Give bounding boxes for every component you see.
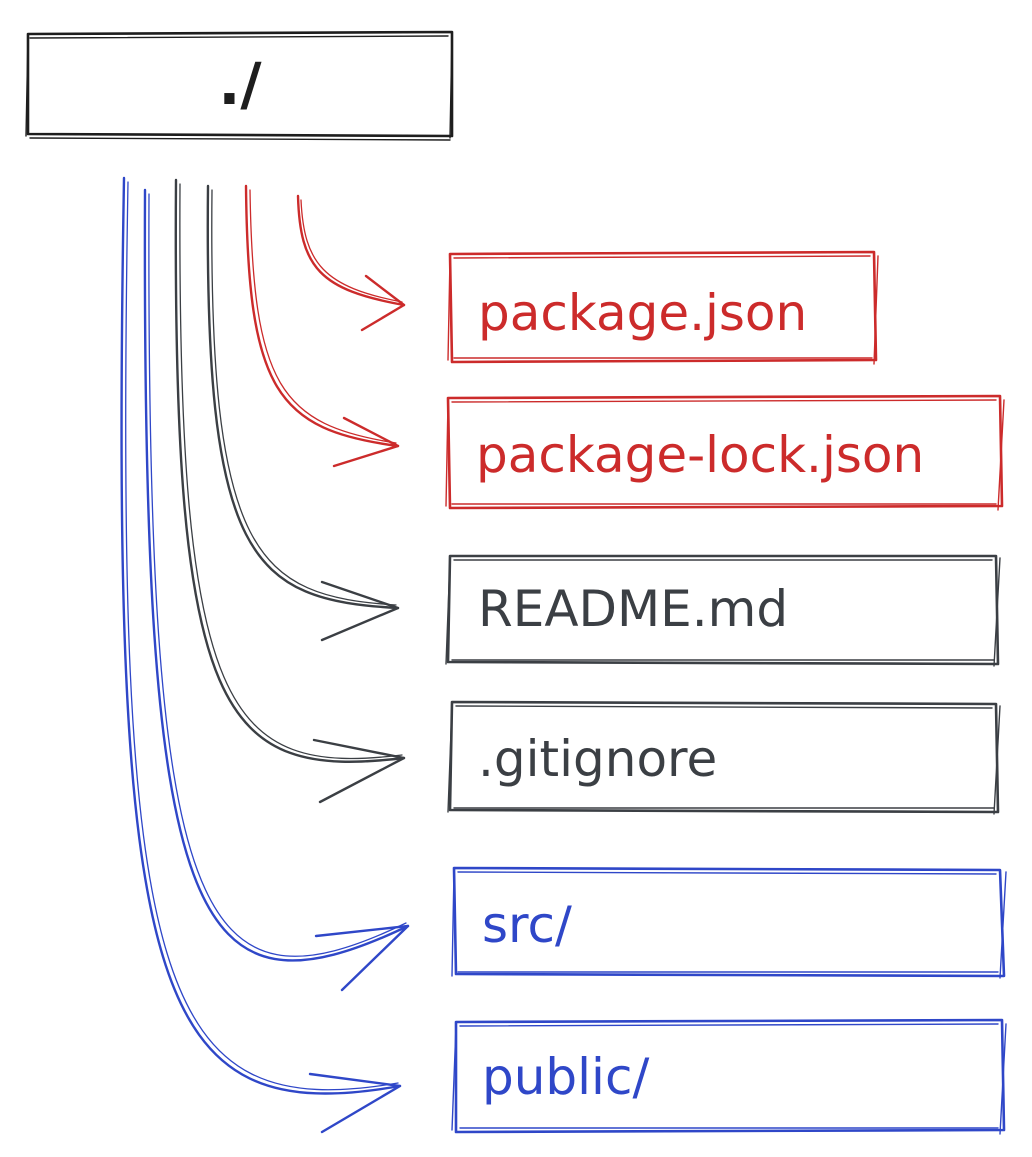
root-node: ./	[25, 30, 454, 141]
entry-box-outline	[447, 705, 1001, 815]
entry-label: src/	[482, 896, 572, 954]
entry-box	[452, 866, 1006, 978]
entry-box-outline	[445, 557, 1001, 667]
entry-src: src/	[451, 866, 1007, 979]
root-box-outline	[25, 33, 453, 141]
arrow-package-json	[296, 194, 406, 332]
root-box	[26, 30, 454, 138]
arrow-gitignore	[174, 178, 406, 804]
entry-box-outline	[451, 1023, 1007, 1135]
entry-box-outline	[451, 871, 1007, 979]
entry-box	[446, 394, 1004, 510]
entry-package-json: package.json	[447, 250, 879, 365]
arrow-readme-md	[206, 184, 400, 642]
entry-label: package-lock.json	[476, 426, 924, 484]
entry-gitignore: .gitignore	[447, 700, 1001, 815]
entry-box-outline	[445, 399, 1005, 511]
arrow-package-lock-json	[244, 184, 400, 468]
entry-box	[446, 554, 1000, 666]
arrow-public	[120, 176, 402, 1134]
entry-label: public/	[482, 1048, 649, 1106]
entry-label: .gitignore	[478, 730, 717, 788]
entry-label: README.md	[478, 580, 788, 638]
arrows	[120, 176, 410, 1134]
entry-public: public/	[451, 1018, 1007, 1135]
entry-box-outline	[447, 255, 879, 365]
entry-box	[454, 1018, 1006, 1134]
entries: package.json package-lock.json README.md…	[445, 250, 1007, 1135]
root-label: ./	[218, 50, 262, 118]
entry-label: package.json	[478, 284, 807, 342]
entry-readme-md: README.md	[445, 554, 1001, 667]
entry-package-lock-json: package-lock.json	[445, 394, 1005, 511]
entry-box	[448, 700, 1000, 814]
entry-box	[448, 250, 878, 364]
arrow-src	[143, 188, 410, 992]
